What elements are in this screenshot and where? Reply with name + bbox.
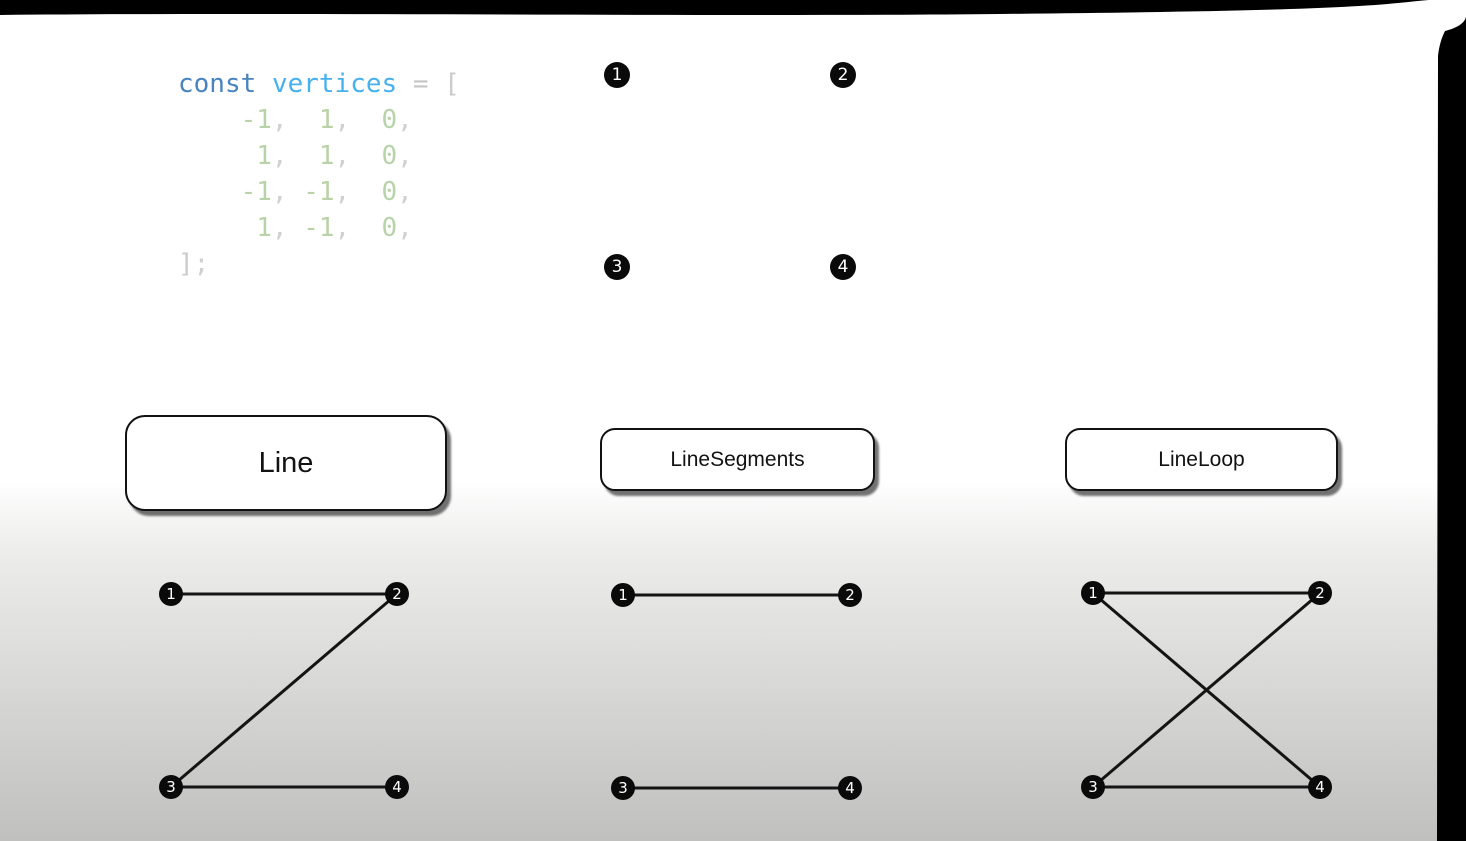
code-line: -1, -1, 0, bbox=[178, 174, 460, 210]
vertex-grid-vertex-1: 1 bbox=[604, 62, 630, 88]
linesegments-button[interactable]: LineSegments bbox=[600, 428, 875, 491]
line-segments-vertex-1: 1 bbox=[611, 583, 635, 607]
code-token: 0 bbox=[365, 213, 398, 243]
code-token: -1 bbox=[178, 105, 272, 135]
code-token: 0 bbox=[365, 177, 398, 207]
code-line: 1, -1, 0, bbox=[178, 210, 460, 246]
code-token: 0 bbox=[365, 141, 398, 171]
code-token: const bbox=[178, 69, 257, 99]
code-token: , bbox=[397, 213, 413, 243]
line-segments-vertex-4: 4 bbox=[838, 776, 862, 800]
code-token: , bbox=[397, 177, 413, 207]
line-loop-vertex-1: 1 bbox=[1081, 581, 1105, 605]
code-line: const vertices = [ bbox=[178, 66, 460, 102]
code-token: , bbox=[271, 105, 304, 135]
code-token: ; bbox=[193, 249, 210, 279]
vertex-grid-vertex-3: 3 bbox=[604, 254, 630, 280]
code-block: const vertices = [ -1, 1, 0, 1, 1, 0, -1… bbox=[178, 66, 460, 282]
vertex-grid-vertex-4: 4 bbox=[830, 254, 856, 280]
code-line: 1, 1, 0, bbox=[178, 138, 460, 174]
code-token bbox=[428, 69, 444, 99]
line-vertex-4: 4 bbox=[385, 775, 409, 799]
line-segments-vertex-3: 3 bbox=[611, 776, 635, 800]
line-loop-vertex-2: 2 bbox=[1308, 581, 1332, 605]
code-token: -1 bbox=[303, 177, 335, 207]
code-token: , bbox=[271, 213, 304, 243]
code-token: 0 bbox=[365, 105, 398, 135]
line-button[interactable]: Line bbox=[125, 415, 447, 511]
code-token: 1 bbox=[178, 213, 272, 243]
code-token: , bbox=[334, 213, 366, 243]
code-token bbox=[397, 69, 413, 99]
code-token: 1 bbox=[178, 141, 272, 171]
lineloop-button[interactable]: LineLoop bbox=[1065, 428, 1338, 491]
code-line: ]; bbox=[178, 246, 460, 282]
code-token: 1 bbox=[303, 105, 335, 135]
code-token: , bbox=[271, 141, 304, 171]
code-token: , bbox=[271, 177, 304, 207]
code-token: , bbox=[334, 141, 366, 171]
line-loop-vertex-4: 4 bbox=[1308, 775, 1332, 799]
code-token: , bbox=[397, 105, 413, 135]
line-vertex-2: 2 bbox=[385, 582, 409, 606]
code-token: 1 bbox=[303, 141, 335, 171]
line-segments-vertex-2: 2 bbox=[838, 583, 862, 607]
code-token: ] bbox=[178, 249, 194, 279]
code-token: , bbox=[397, 141, 413, 171]
code-token: , bbox=[334, 105, 366, 135]
code-token: , bbox=[334, 177, 366, 207]
code-token: = bbox=[412, 69, 429, 99]
code-token: -1 bbox=[178, 177, 272, 207]
code-line: -1, 1, 0, bbox=[178, 102, 460, 138]
code-token: vertices bbox=[271, 69, 398, 99]
code-token: [ bbox=[444, 69, 460, 99]
line-vertex-3: 3 bbox=[159, 775, 183, 799]
code-token bbox=[256, 69, 272, 99]
vertex-grid-vertex-2: 2 bbox=[830, 62, 856, 88]
code-token: -1 bbox=[303, 213, 335, 243]
line-loop-vertex-3: 3 bbox=[1081, 775, 1105, 799]
line-vertex-1: 1 bbox=[159, 582, 183, 606]
